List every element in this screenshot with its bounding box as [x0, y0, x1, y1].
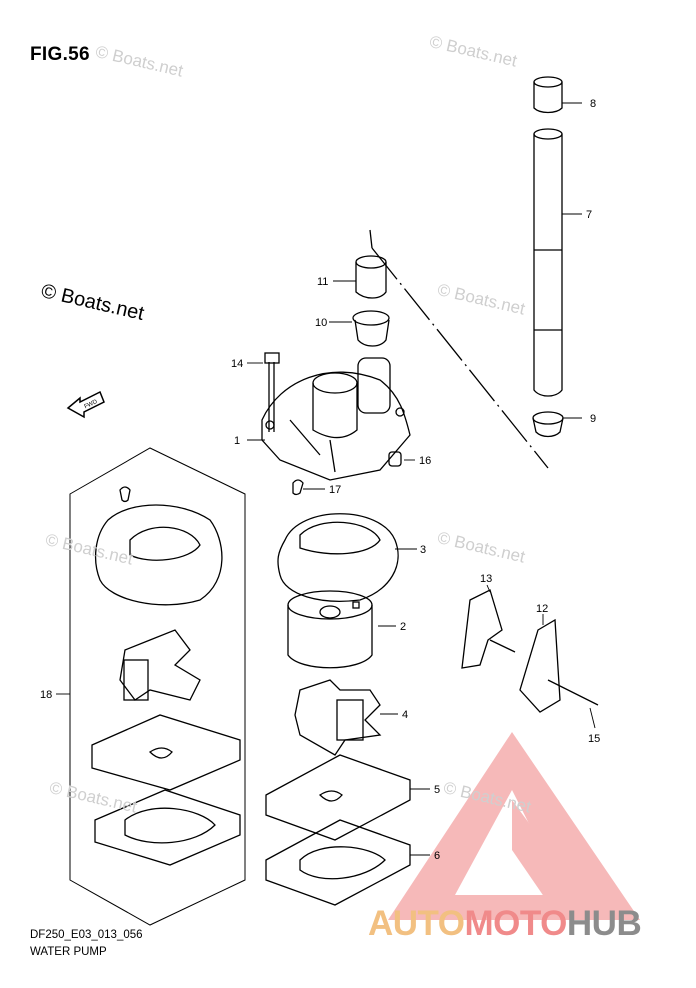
callout-labels: 1 2 3 4 5 6 7 8 9 10 11 12 13 14 15 16 1… — [40, 98, 600, 862]
callout-14: 14 — [231, 358, 243, 370]
callout-5: 5 — [434, 784, 440, 796]
callout-1: 1 — [234, 435, 240, 447]
bushings — [352, 255, 390, 347]
callout-2: 2 — [400, 621, 406, 633]
callout-17: 17 — [329, 484, 341, 496]
callout-11: 11 — [317, 276, 328, 288]
callout-18: 18 — [40, 689, 52, 701]
callout-7: 7 — [586, 209, 592, 221]
impeller — [294, 679, 382, 756]
brand-wordmark: AUTOMOTOHUB — [368, 904, 642, 944]
callout-10: 10 — [315, 317, 327, 329]
brand-part-auto: AUTO — [368, 904, 465, 943]
callout-6: 6 — [434, 850, 440, 862]
callout-4: 4 — [402, 709, 408, 721]
callout-9: 9 — [590, 413, 596, 425]
kit-outline — [69, 447, 246, 926]
brand-part-moto: MOTO — [464, 904, 568, 943]
diagram-name: WATER PUMP — [30, 946, 107, 958]
impeller-housing — [287, 590, 373, 669]
kit-parts — [91, 486, 241, 866]
callout-8: 8 — [590, 98, 596, 110]
brand-part-hub: HUB — [566, 904, 642, 943]
callout-12: 12 — [536, 603, 548, 615]
gasket — [277, 513, 399, 602]
automotohub-logo-icon — [388, 732, 640, 920]
water-tube — [369, 76, 564, 469]
callout-3: 3 — [420, 544, 426, 556]
svg-text:FWD: FWD — [84, 399, 100, 410]
pump-case — [261, 352, 411, 481]
forward-arrow-icon: FWD — [66, 390, 105, 419]
callout-16: 16 — [419, 455, 431, 467]
figure-title: FIG.56 — [30, 44, 90, 65]
leader-lines — [56, 102, 596, 856]
diagram-code: DF250_E03_013_056 — [30, 929, 143, 941]
callout-15: 15 — [588, 733, 600, 745]
brackets — [461, 589, 599, 713]
callout-13: 13 — [480, 573, 492, 585]
plates — [265, 754, 411, 906]
small-parts — [292, 451, 402, 496]
